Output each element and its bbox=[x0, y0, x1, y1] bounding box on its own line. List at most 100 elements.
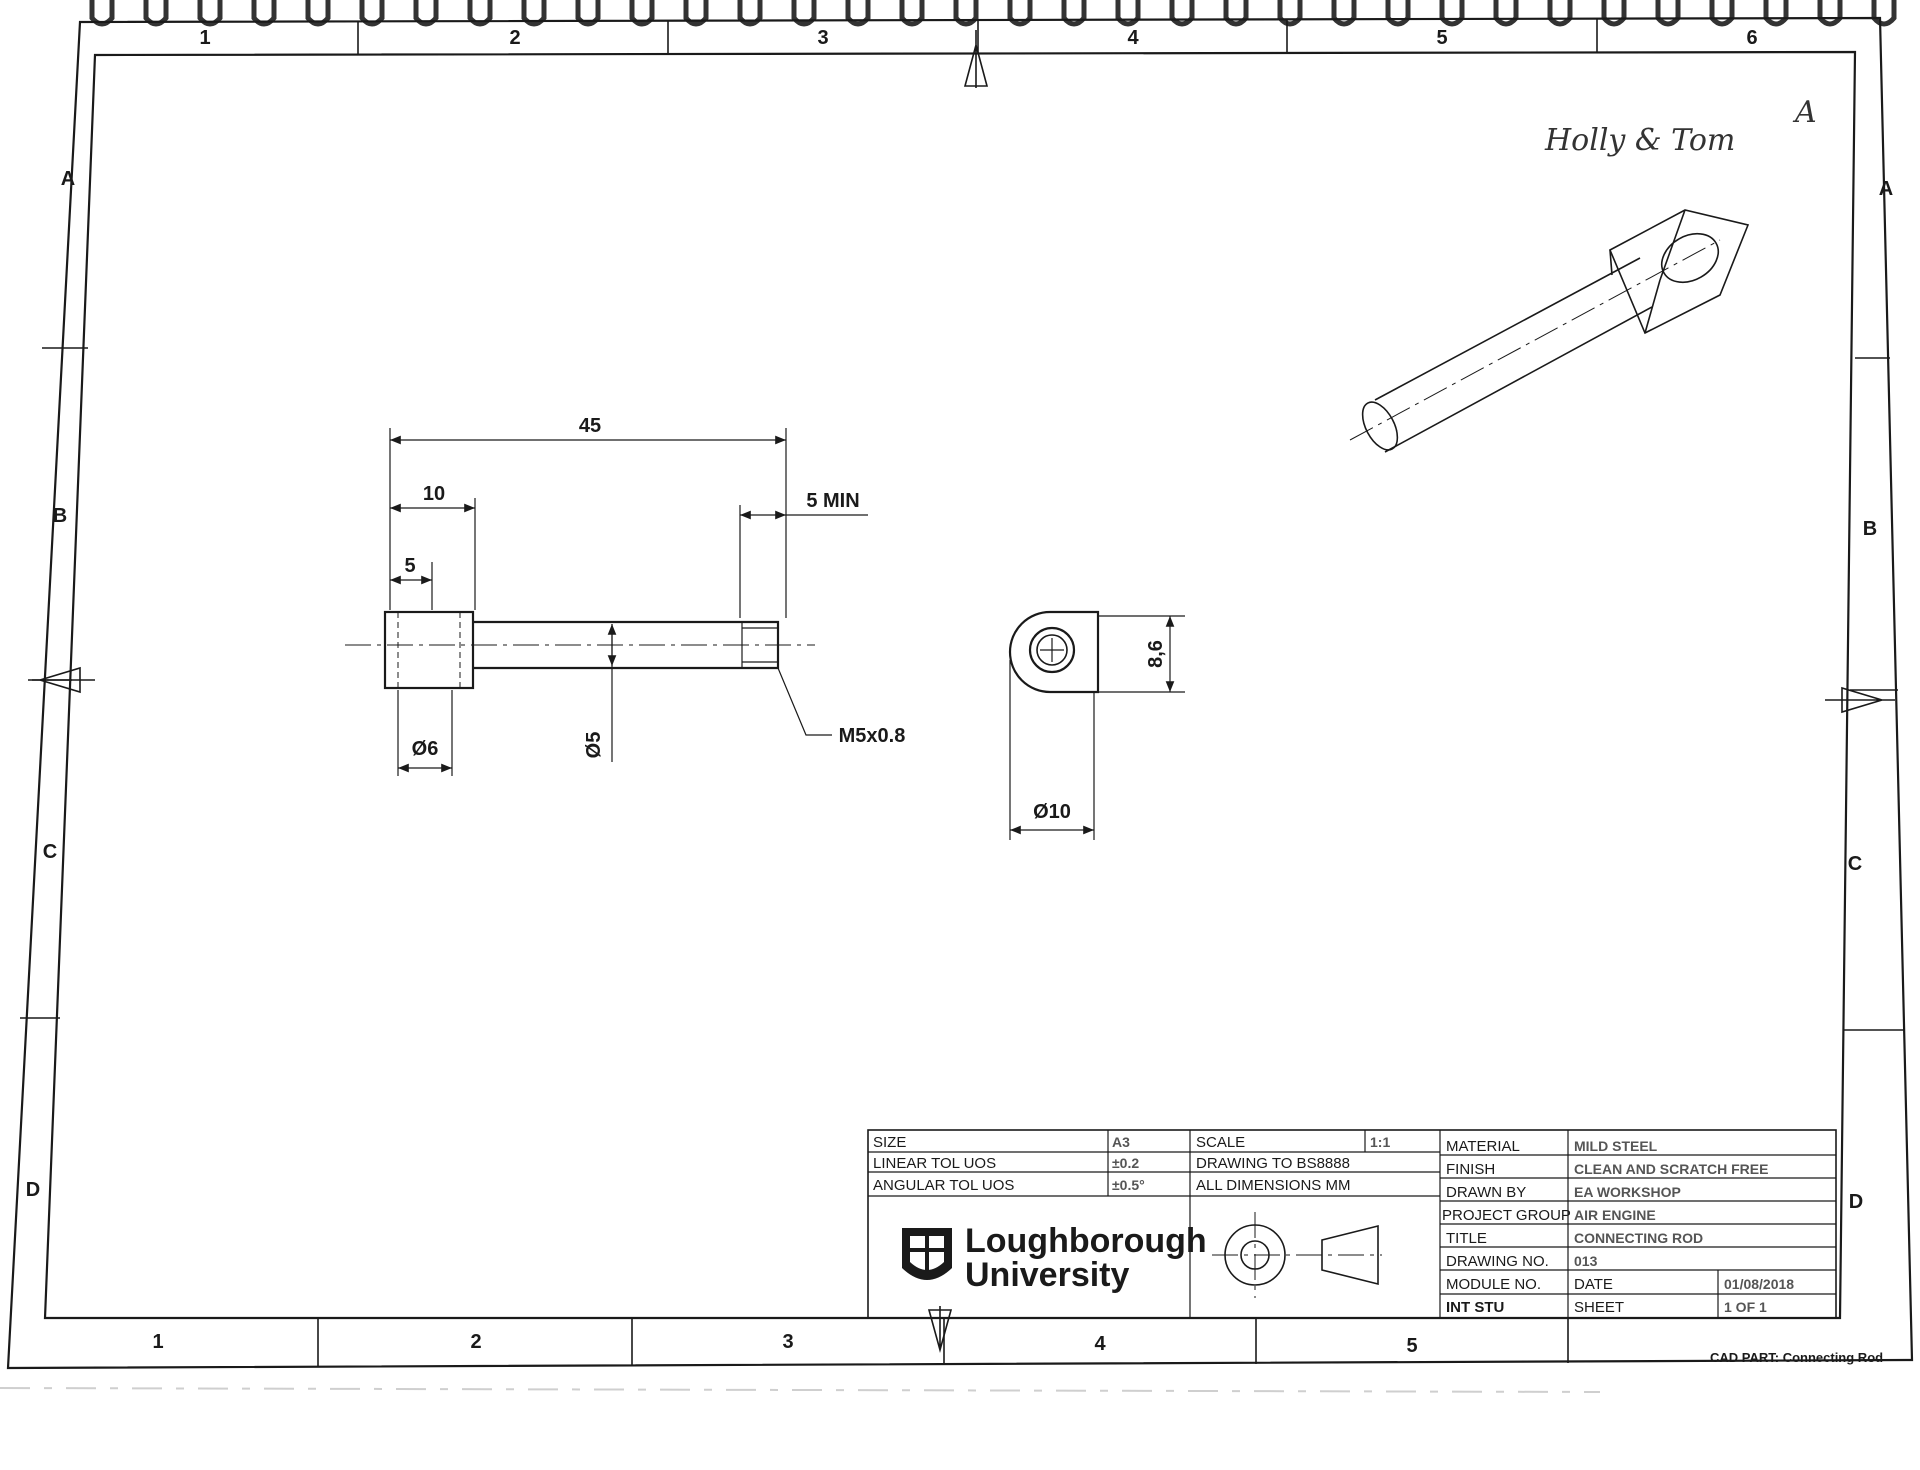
binding-ring bbox=[1385, 0, 1411, 27]
binding-ring bbox=[251, 0, 277, 27]
binding-ring bbox=[953, 0, 979, 27]
dimension-head-height: 8,6 bbox=[1145, 640, 1167, 668]
project-group-value: AIR ENGINE bbox=[1574, 1207, 1656, 1223]
binding-ring bbox=[89, 0, 115, 27]
linear-tol-value: ±0.2 bbox=[1112, 1155, 1139, 1171]
zone-row-c-left: C bbox=[43, 841, 57, 863]
handwritten-names: Holly & Tom bbox=[1544, 123, 1735, 158]
binding-ring bbox=[845, 0, 871, 27]
dimension-hole-diameter: Ø6 bbox=[412, 738, 439, 760]
thread-callout: M5x0.8 bbox=[839, 725, 906, 747]
binding-ring bbox=[467, 0, 493, 27]
zone-row-a-left: A bbox=[61, 168, 75, 190]
projection-symbol-icon bbox=[1212, 1212, 1382, 1298]
int-stu-label: INT STU bbox=[1446, 1299, 1504, 1316]
zone-col-1: 1 bbox=[199, 27, 210, 49]
binding-ring bbox=[197, 0, 223, 27]
drawn-by-value: EA WORKSHOP bbox=[1574, 1184, 1681, 1200]
project-group-label: PROJECT GROUP bbox=[1442, 1207, 1571, 1224]
finish-value: CLEAN AND SCRATCH FREE bbox=[1574, 1161, 1768, 1177]
material-value: MILD STEEL bbox=[1574, 1138, 1658, 1154]
title-label: TITLE bbox=[1446, 1230, 1487, 1247]
zone-col-3: 3 bbox=[817, 27, 828, 49]
drawing-no-label: DRAWING NO. bbox=[1446, 1253, 1549, 1270]
zone-row-a-right: A bbox=[1879, 178, 1893, 200]
university-logo: Loughborough University bbox=[902, 1222, 1207, 1294]
binding-ring bbox=[359, 0, 385, 27]
drawing-frame bbox=[6, 16, 1914, 1370]
sheet-label: SHEET bbox=[1574, 1299, 1624, 1316]
binding-ring bbox=[143, 0, 169, 27]
isometric-view bbox=[1349, 209, 1750, 453]
binding-ring bbox=[1871, 0, 1897, 27]
binding-ring bbox=[1331, 0, 1357, 27]
zone-col-2-bottom: 2 bbox=[470, 1331, 481, 1353]
binding-ring bbox=[737, 0, 763, 27]
angular-tol-label: ANGULAR TOL UOS bbox=[873, 1177, 1014, 1194]
size-value: A3 bbox=[1112, 1134, 1130, 1150]
page-edge bbox=[0, 1387, 1601, 1393]
binding-ring bbox=[683, 0, 709, 27]
zone-col-5-bottom: 5 bbox=[1406, 1335, 1417, 1357]
finish-label: FINISH bbox=[1446, 1161, 1495, 1178]
zone-col-4: 4 bbox=[1127, 27, 1139, 49]
zone-row-d-left: D bbox=[26, 1179, 40, 1201]
dimension-thread-length: 5 MIN bbox=[806, 490, 859, 512]
binding-ring bbox=[899, 0, 925, 27]
zone-row-b-left: B bbox=[53, 505, 67, 527]
dimension-overall-length: 45 bbox=[579, 415, 601, 437]
zone-labels: 1 2 3 4 5 6 1 2 3 4 5 A B C D A B C D bbox=[26, 27, 1893, 1357]
binding-ring bbox=[1169, 0, 1195, 27]
zone-col-1-bottom: 1 bbox=[152, 1331, 163, 1353]
dimension-units: ALL DIMENSIONS MM bbox=[1196, 1177, 1350, 1194]
binding-ring bbox=[1493, 0, 1519, 27]
scale-label: SCALE bbox=[1196, 1134, 1245, 1151]
angular-tol-value: ±0.5° bbox=[1112, 1177, 1145, 1193]
scale-value: 1:1 bbox=[1370, 1134, 1390, 1150]
dimension-shaft-diameter: Ø5 bbox=[583, 732, 605, 759]
zone-row-b-right: B bbox=[1863, 518, 1877, 540]
binding-ring bbox=[1709, 0, 1735, 27]
dimension-head-diameter: Ø10 bbox=[1033, 801, 1071, 823]
title-value: CONNECTING ROD bbox=[1574, 1230, 1703, 1246]
size-label: SIZE bbox=[873, 1134, 906, 1151]
zone-col-5: 5 bbox=[1436, 27, 1447, 49]
sheet-value: 1 OF 1 bbox=[1724, 1299, 1767, 1315]
title-block: SIZE A3 LINEAR TOL UOS ±0.2 ANGULAR TOL … bbox=[867, 1129, 1837, 1319]
binding-ring bbox=[791, 0, 817, 27]
zone-row-c-right: C bbox=[1848, 853, 1862, 875]
date-label: DATE bbox=[1574, 1276, 1613, 1293]
date-value: 01/08/2018 bbox=[1724, 1276, 1794, 1292]
binding-ring bbox=[1061, 0, 1087, 27]
dimension-half-head: 5 bbox=[404, 555, 415, 577]
zone-col-6: 6 bbox=[1746, 27, 1757, 49]
binding-ring bbox=[1115, 0, 1141, 27]
zone-col-4-bottom: 4 bbox=[1094, 1333, 1106, 1355]
zone-col-3-bottom: 3 bbox=[782, 1331, 793, 1353]
binding-ring bbox=[575, 0, 601, 27]
binding-ring bbox=[1655, 0, 1681, 27]
drawn-by-label: DRAWN BY bbox=[1446, 1184, 1526, 1201]
binding-ring bbox=[305, 0, 331, 27]
binding-ring bbox=[1007, 0, 1033, 27]
zone-col-2: 2 bbox=[509, 27, 520, 49]
module-no-label: MODULE NO. bbox=[1446, 1276, 1541, 1293]
zone-row-d-right: D bbox=[1849, 1191, 1863, 1213]
binding-ring bbox=[1763, 0, 1789, 27]
binding-ring bbox=[1601, 0, 1627, 27]
linear-tol-label: LINEAR TOL UOS bbox=[873, 1155, 996, 1172]
drawing-no-value: 013 bbox=[1574, 1253, 1598, 1269]
end-view: 8,6 Ø10 bbox=[1008, 610, 1185, 840]
binding-ring bbox=[1547, 0, 1573, 27]
binding-ring bbox=[629, 0, 655, 27]
binding-ring bbox=[1439, 0, 1465, 27]
binding-ring bbox=[413, 0, 439, 27]
dimension-head-length: 10 bbox=[423, 483, 445, 505]
binding-ring bbox=[521, 0, 547, 27]
cad-part-label: CAD PART: Connecting Rod bbox=[1710, 1350, 1883, 1365]
binding-ring bbox=[1817, 0, 1843, 27]
binding-ring bbox=[1277, 0, 1303, 27]
logo-line-1: Loughborough bbox=[965, 1222, 1207, 1260]
drawing-standard: DRAWING TO BS8888 bbox=[1196, 1155, 1350, 1172]
